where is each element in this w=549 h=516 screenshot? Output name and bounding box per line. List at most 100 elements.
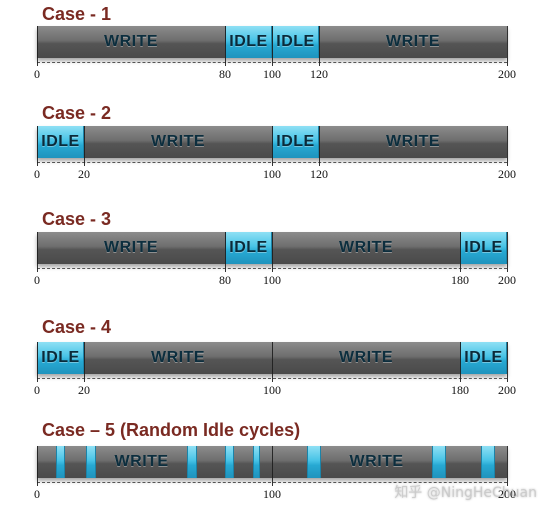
write-segment: WRITE xyxy=(319,26,507,58)
idle-label: IDLE xyxy=(276,33,315,50)
idle-segment xyxy=(86,446,96,478)
write-segment xyxy=(37,446,56,478)
idle-segment: IDLE xyxy=(225,26,272,58)
tick-label: 100 xyxy=(263,167,281,181)
tick-label: 200 xyxy=(498,383,516,397)
tick-label: 120 xyxy=(310,67,328,81)
write-segment xyxy=(65,446,87,478)
write-segment: WRITE xyxy=(37,232,225,264)
idle-segment: IDLE xyxy=(460,232,507,264)
idle-segment: IDLE xyxy=(37,342,84,374)
tick-label: 80 xyxy=(219,67,231,81)
time-marker xyxy=(506,446,508,486)
idle-label: IDLE xyxy=(41,349,80,366)
write-label: WRITE xyxy=(114,453,169,470)
idle-segment xyxy=(187,446,197,478)
idle-label: IDLE xyxy=(229,33,268,50)
tick-label: 100 xyxy=(263,383,281,397)
idle-label: IDLE xyxy=(276,133,315,150)
tick-label: 0 xyxy=(34,273,40,287)
idle-segment xyxy=(253,446,261,478)
timeline-bar: WRITE IDLE WRITE IDLE xyxy=(37,232,507,264)
write-label: WRITE xyxy=(385,133,441,150)
idle-segment xyxy=(225,446,235,478)
write-segment: WRITE xyxy=(95,446,188,478)
time-marker xyxy=(36,446,38,486)
idle-segment xyxy=(481,446,496,478)
time-marker xyxy=(271,232,273,272)
time-marker xyxy=(459,342,461,382)
tick-label: 100 xyxy=(263,487,281,501)
case-title: Case – 5 (Random Idle cycles) xyxy=(42,420,301,440)
write-label: WRITE xyxy=(338,239,394,256)
time-marker xyxy=(318,26,320,66)
time-marker xyxy=(271,126,273,166)
time-marker xyxy=(506,126,508,166)
idle-segment: IDLE xyxy=(272,126,319,158)
tick-label: 100 xyxy=(263,273,281,287)
timeline-bar: WRITE WRITE xyxy=(37,446,507,478)
tick-label: 0 xyxy=(34,167,40,181)
timeline-bar: IDLE WRITE IDLE WRITE xyxy=(37,126,507,158)
write-segment xyxy=(495,446,507,478)
idle-label: IDLE xyxy=(229,239,268,256)
write-segment: WRITE xyxy=(37,26,225,58)
write-label: WRITE xyxy=(103,33,159,50)
time-marker xyxy=(83,342,85,382)
time-marker xyxy=(83,126,85,166)
time-marker xyxy=(224,26,226,66)
write-segment: WRITE xyxy=(84,342,272,374)
tick-label: 200 xyxy=(498,273,516,287)
time-marker xyxy=(36,26,38,66)
idle-segment: IDLE xyxy=(272,26,319,58)
time-marker xyxy=(506,26,508,66)
time-marker xyxy=(459,232,461,272)
tick-label: 0 xyxy=(34,487,40,501)
idle-label: IDLE xyxy=(464,349,503,366)
idle-segment xyxy=(55,446,66,478)
write-segment xyxy=(196,446,225,478)
time-marker xyxy=(36,232,38,272)
idle-segment: IDLE xyxy=(225,232,272,264)
write-label: WRITE xyxy=(338,349,394,366)
write-label: WRITE xyxy=(385,33,441,50)
write-label: WRITE xyxy=(150,133,206,150)
tick-label: 100 xyxy=(263,67,281,81)
write-segment: WRITE xyxy=(84,126,272,158)
time-marker xyxy=(36,126,38,166)
time-marker xyxy=(224,232,226,272)
time-marker xyxy=(36,342,38,382)
tick-label: 20 xyxy=(78,383,90,397)
time-marker xyxy=(506,342,508,382)
case-title: Case - 3 xyxy=(42,209,112,229)
watermark: 知乎 @NingHeChuan xyxy=(394,485,537,501)
idle-label: IDLE xyxy=(464,239,503,256)
case-title: Case - 1 xyxy=(42,4,112,24)
timeline-bar: WRITE IDLE IDLE WRITE xyxy=(37,26,507,58)
tick-label: 20 xyxy=(78,167,90,181)
timeline-bar: IDLE WRITE WRITE IDLE xyxy=(37,342,507,374)
write-segment: WRITE xyxy=(272,232,460,264)
tick-label: 80 xyxy=(219,273,231,287)
case-title: Case - 4 xyxy=(42,317,112,337)
tick-label: 200 xyxy=(498,167,516,181)
tick-label: 0 xyxy=(34,67,40,81)
write-label: WRITE xyxy=(103,239,159,256)
idle-segment: IDLE xyxy=(460,342,507,374)
tick-label: 200 xyxy=(498,487,516,501)
idle-label: IDLE xyxy=(41,133,80,150)
tick-label: 120 xyxy=(310,167,328,181)
write-label: WRITE xyxy=(150,349,206,366)
time-marker xyxy=(271,446,273,486)
tick-label: 200 xyxy=(498,67,516,81)
time-marker xyxy=(506,232,508,272)
write-segment xyxy=(445,446,482,478)
write-segment: WRITE xyxy=(321,446,432,478)
case-title: Case - 2 xyxy=(42,103,112,123)
tick-label: 0 xyxy=(34,383,40,397)
tick-label: 180 xyxy=(451,273,469,287)
write-label: WRITE xyxy=(349,453,404,470)
write-segment xyxy=(260,446,308,478)
time-marker xyxy=(318,126,320,166)
write-segment: WRITE xyxy=(272,342,460,374)
